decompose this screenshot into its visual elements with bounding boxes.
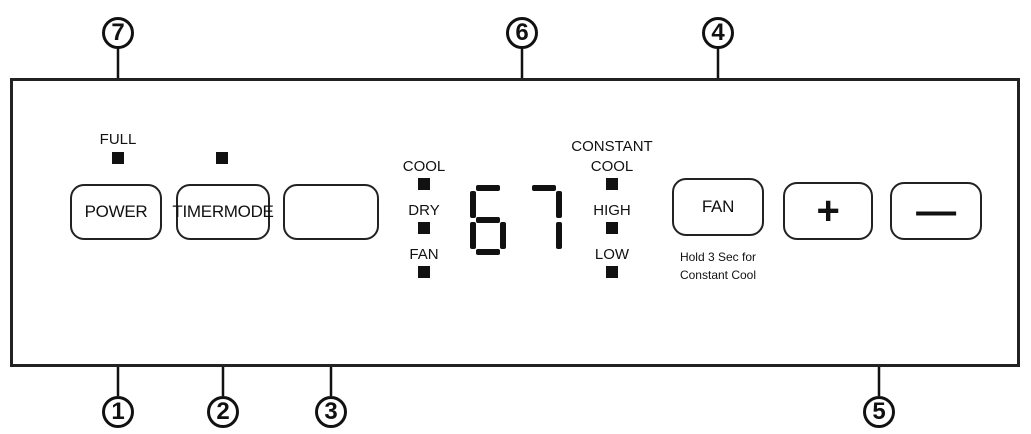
mode-button-label: MODE	[223, 202, 274, 221]
constant-label: CONSTANT	[571, 138, 653, 155]
callout-5: 5	[863, 396, 895, 428]
low-speed-led	[606, 266, 618, 278]
cool-mode-label: COOL	[402, 158, 446, 175]
callout-2: 2	[207, 396, 239, 428]
constant-cool-label: COOL	[590, 158, 634, 175]
cool-mode-led	[418, 178, 430, 190]
full-indicator-led	[112, 152, 124, 164]
timer-indicator-led	[216, 152, 228, 164]
increase-button[interactable]: +	[783, 182, 873, 240]
fan-button[interactable]: FAN	[672, 178, 764, 236]
full-indicator-label: FULL	[99, 131, 137, 148]
callout-6: 6	[506, 17, 538, 49]
callout-1: 1	[102, 396, 134, 428]
fan-button-label: FAN	[701, 197, 735, 216]
minus-icon: —	[916, 189, 956, 233]
dry-mode-led	[418, 222, 430, 234]
digit-0-segment-d	[476, 249, 500, 255]
digit-1-segment-c	[556, 222, 562, 249]
fan-note-line2: Constant Cool	[679, 268, 757, 282]
digit-0-segment-g	[476, 217, 500, 223]
digit-1-segment-a	[532, 185, 556, 191]
fan-note-line1: Hold 3 Sec for	[679, 250, 757, 264]
power-button[interactable]: POWER	[70, 184, 162, 240]
digit-1-segment-b	[556, 191, 562, 218]
low-speed-label: LOW	[594, 246, 630, 263]
digit-0-segment-f	[470, 191, 476, 218]
fan-mode-led	[418, 266, 430, 278]
high-speed-led	[606, 222, 618, 234]
digit-0-segment-a	[476, 185, 500, 191]
temperature-display	[470, 185, 562, 255]
digit-0-segment-e	[470, 222, 476, 249]
unlabeled-button[interactable]	[283, 184, 379, 240]
callout-3: 3	[315, 396, 347, 428]
decrease-button[interactable]: —	[890, 182, 982, 240]
high-speed-label: HIGH	[593, 202, 631, 219]
timer-button-label: TIMER	[172, 202, 224, 221]
callout-7: 7	[102, 17, 134, 49]
fan-mode-label: FAN	[409, 246, 439, 263]
constant-cool-led	[606, 178, 618, 190]
digit-0-segment-c	[500, 222, 506, 249]
power-button-label: POWER	[84, 202, 148, 221]
plus-icon: +	[816, 189, 840, 233]
callout-4: 4	[702, 17, 734, 49]
dry-mode-label: DRY	[408, 202, 440, 219]
